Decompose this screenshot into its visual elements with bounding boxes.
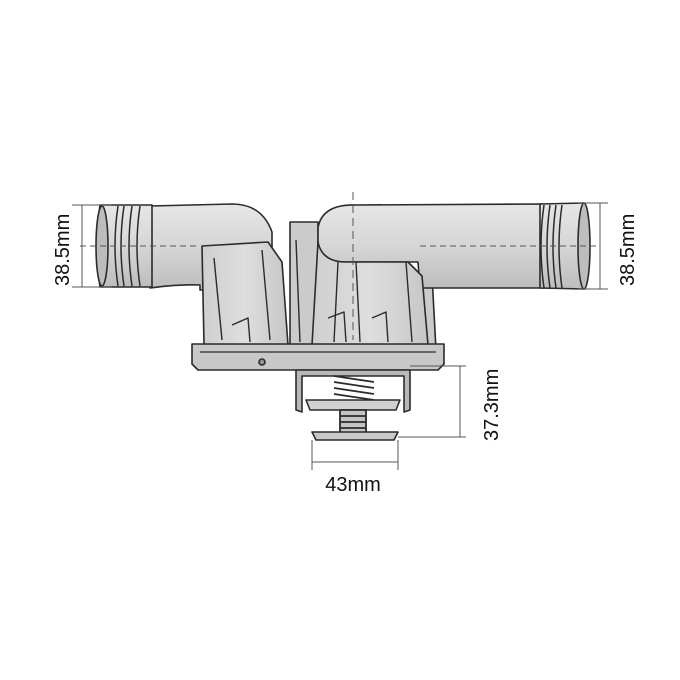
width-label: 43mm [325,474,381,496]
thermostat-stem [339,409,367,435]
left-body [201,241,289,346]
thermostat-bridge [305,399,401,411]
body-fins [213,239,413,343]
left-diameter-label: 38.5mm [52,214,74,286]
mounting-flange [191,343,445,371]
dimension-lines [72,192,608,470]
right-diameter-label: 38.5mm [617,214,639,286]
thermostat-spring [333,375,375,401]
right-body [311,241,429,346]
valve-disc [311,431,399,441]
flange-bolt [258,358,266,366]
thermostat-frame [295,369,411,413]
housing-part [95,202,591,441]
height-label: 37.3mm [481,369,503,441]
